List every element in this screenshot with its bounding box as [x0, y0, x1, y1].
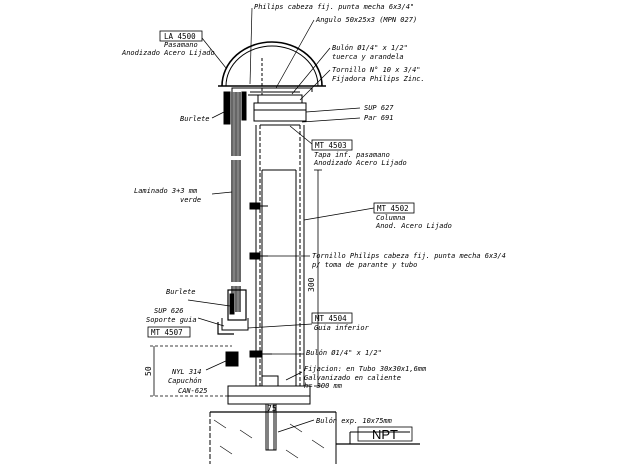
sup626-desc: Soporte guia [146, 316, 197, 324]
mt4504-desc: Guia inferior [314, 324, 370, 332]
bolt1-sub-label: tuerca y arandela [332, 53, 404, 61]
screw3-label: Tornillo Philips cabeza fij. punta mecha… [312, 252, 506, 260]
fixation-height-label: h= 300 mm [304, 382, 343, 390]
mt4503-code: MT 4503 [315, 141, 347, 150]
leader-lines [187, 7, 375, 433]
la4500-code: LA 4500 [164, 32, 196, 41]
mt4507-code: MT 4507 [151, 328, 183, 337]
column-post [225, 125, 311, 451]
sup626-label: SUP 626 [154, 307, 184, 315]
burlete-bottom-label: Burlete [166, 288, 196, 296]
dimension-lines [150, 169, 322, 413]
npt-level-label: NPT [372, 427, 398, 442]
screw2-label: Tornillo N° 10 x 3/4" [332, 66, 421, 74]
sup627-label: SUP 627 [364, 104, 394, 112]
laminado-sub-label: verde [180, 196, 201, 204]
label-boxes [147, 30, 415, 442]
dim-300-label: 300 [307, 277, 316, 292]
top-screw-label: Philips cabeza fij. punta mecha 6x3/4" [254, 3, 414, 11]
fixation-sub-label: Galvanizado en caliente [304, 374, 401, 382]
mt4502-desc: Columna [376, 214, 406, 222]
burlete-top-label: Burlete [180, 115, 210, 123]
nyl314-code: CAN-625 [178, 387, 208, 395]
laminado-label: Laminado 3+3 mm [134, 187, 198, 195]
bolt1-label: Bulón Ø1/4" x 1/2" [332, 44, 408, 52]
mt4503-finish: Anodizado Acero Lijado [313, 159, 407, 167]
nyl314-desc: Capuchón [168, 377, 202, 385]
mt4502-code: MT 4502 [377, 204, 409, 213]
glass-panel [217, 91, 249, 335]
screw2-sub-label: Fijadora Philips Zinc. [332, 75, 425, 83]
bolt2-label: Bulón Ø1/4" x 1/2" [306, 349, 382, 357]
screw3-sub-label: p/ toma de parante y tubo [312, 261, 417, 269]
mt4503-desc: Tapa inf. pasamano [314, 151, 390, 159]
expansion-bolt-label: Bulón exp. 10x75mm [316, 417, 393, 425]
angle-label: Angulo 50x25x3 (MPN 027) [315, 16, 417, 24]
la4500-finish: Anodizado Acero Lijado [121, 49, 215, 57]
nyl314-label: NYL 314 [171, 368, 202, 376]
dim-50-label: 50 [144, 366, 153, 376]
par691-label: Par 691 [364, 114, 394, 122]
fixation-label: Fijacion: en Tubo 30x30x1,6mm [304, 365, 427, 373]
mt4504-code: MT 4504 [315, 314, 347, 323]
la4500-desc: Pasamano [164, 41, 198, 49]
mt4502-finish: Anod. Acero Lijado [375, 222, 452, 230]
handrail-section [218, 41, 326, 126]
dim-75-label: 75 [267, 404, 277, 413]
